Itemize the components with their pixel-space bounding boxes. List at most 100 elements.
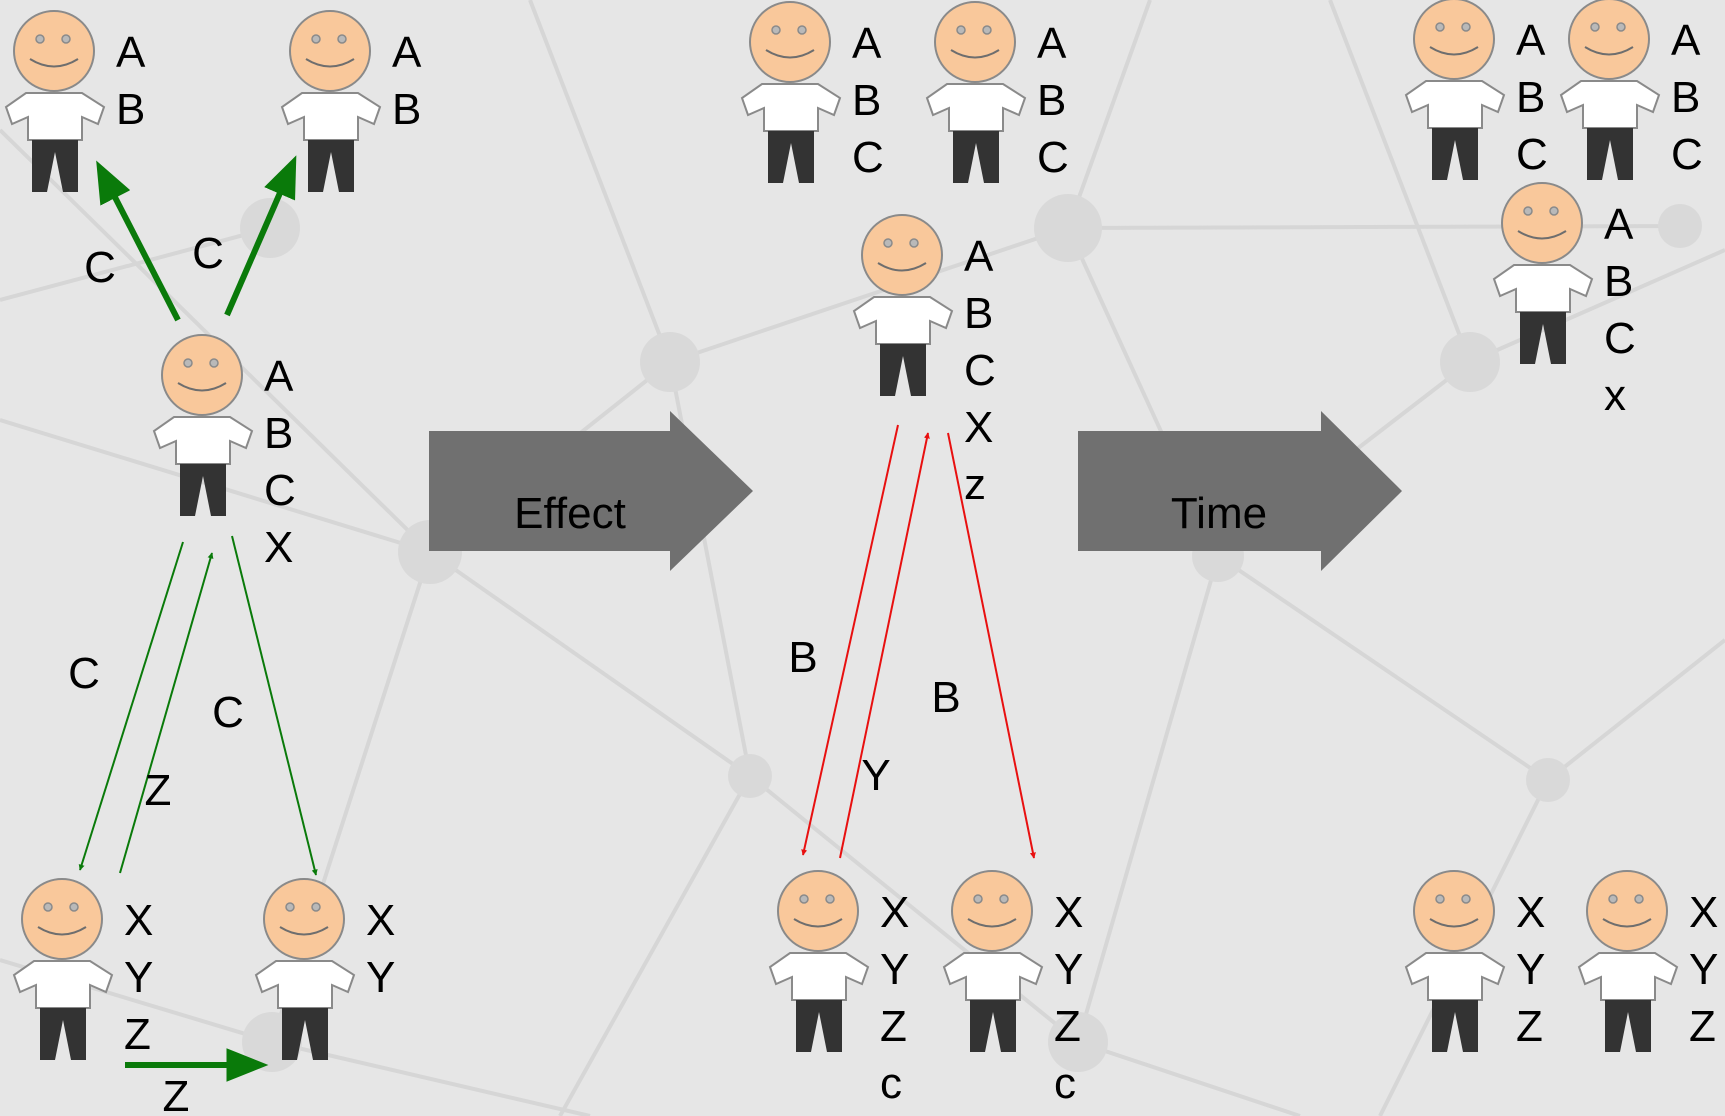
trait-label: B — [116, 85, 145, 134]
edge-line — [801, 424, 899, 856]
trait-label: Z — [880, 1002, 907, 1051]
shirt-icon — [1404, 80, 1506, 129]
trait-label: X — [124, 896, 153, 945]
trait-label: A — [1671, 16, 1701, 65]
shirt-icon — [4, 92, 106, 141]
face-icon — [1568, 0, 1650, 80]
shirt-icon — [740, 83, 842, 132]
trait-label: C — [1037, 133, 1069, 182]
edge-b-to-bottom-right: B — [931, 432, 1036, 859]
time-label: Time — [1171, 489, 1267, 538]
trait-label: Z — [1516, 1002, 1543, 1051]
edge-c-to-bottom-right: C — [212, 535, 318, 876]
pants-icon — [1432, 128, 1478, 180]
trait-label: C — [1604, 314, 1636, 363]
trait-label: A — [1516, 16, 1546, 65]
edge-label: B — [931, 673, 960, 722]
edge-label: Z — [163, 1072, 190, 1116]
pants-icon — [880, 344, 926, 396]
trait-label: A — [116, 28, 146, 77]
time-block-arrow: Time — [1078, 411, 1402, 571]
trait-label: X — [1054, 888, 1083, 937]
trait-label: B — [1671, 73, 1700, 122]
face-icon — [951, 870, 1033, 952]
edge-c-to-top-left: C — [84, 160, 181, 322]
person-before-bottom-right: XY — [254, 878, 395, 1060]
trait-label: C — [264, 466, 296, 515]
face-icon — [934, 1, 1016, 83]
trait-label: A — [1037, 19, 1067, 68]
edge-c-to-bottom-left: C — [68, 541, 184, 871]
edge-y-to-center: Y — [839, 432, 930, 859]
trait-label: c — [880, 1059, 902, 1108]
trait-label: Y — [1516, 945, 1545, 994]
trait-label: c — [1054, 1059, 1076, 1108]
edge-label: C — [212, 688, 244, 737]
person-time-bottom-left: XYZ — [1404, 870, 1545, 1052]
face-icon — [1501, 182, 1583, 264]
pants-icon — [308, 140, 354, 192]
pants-icon — [970, 1000, 1016, 1052]
face-icon — [21, 878, 103, 960]
shirt-icon — [1492, 264, 1594, 313]
trait-label: A — [392, 28, 422, 77]
shirt-icon — [1404, 952, 1506, 1001]
person-before-bottom-left: XYZ — [12, 878, 153, 1060]
effect-label: Effect — [514, 489, 626, 538]
pants-icon — [1587, 128, 1633, 180]
edge-label: C — [192, 229, 224, 278]
trait-label: X — [1689, 888, 1718, 937]
shirt-icon — [768, 952, 870, 1001]
face-icon — [1413, 0, 1495, 80]
shirt-icon — [12, 960, 114, 1009]
edge-label: C — [84, 243, 116, 292]
pants-icon — [1520, 312, 1566, 364]
shirt-icon — [1559, 80, 1661, 129]
trait-label: X — [366, 896, 395, 945]
face-icon — [749, 1, 831, 83]
edge-line — [224, 155, 297, 317]
shirt-icon — [152, 416, 254, 465]
edge-line — [96, 160, 181, 322]
trait-label: X — [964, 403, 993, 452]
face-icon — [289, 10, 371, 92]
trait-label: B — [1037, 76, 1066, 125]
edge-z-to-bottom-right: Z — [125, 1048, 269, 1116]
person-effect-top-left: ABC — [740, 1, 884, 183]
trait-label: X — [1516, 888, 1545, 937]
edge-line — [839, 432, 930, 859]
person-before-top-left: AB — [4, 10, 146, 192]
edge-z-to-center: Z — [119, 552, 214, 874]
person-time-bottom-right: XYZ — [1577, 870, 1718, 1052]
trait-label: C — [1671, 130, 1703, 179]
shirt-icon — [852, 296, 954, 345]
trait-label: Y — [366, 953, 395, 1002]
trait-label: Y — [880, 945, 909, 994]
pants-icon — [1432, 1000, 1478, 1052]
trait-label: B — [1604, 257, 1633, 306]
pants-icon — [953, 131, 999, 183]
shirt-icon — [280, 92, 382, 141]
person-before-top-right: AB — [280, 10, 422, 192]
edge-label: Z — [145, 766, 172, 815]
trait-label: z — [964, 460, 986, 509]
person-effect-top-right: ABC — [925, 1, 1069, 183]
trait-label: B — [852, 76, 881, 125]
trait-label: A — [852, 19, 882, 68]
edge-line — [119, 552, 214, 874]
face-icon — [1586, 870, 1668, 952]
trait-label: A — [1604, 200, 1634, 249]
pants-icon — [32, 140, 78, 192]
pants-icon — [796, 1000, 842, 1052]
edge-c-to-top-right: C — [192, 155, 297, 317]
trait-label: Y — [124, 953, 153, 1002]
person-time-top-right: ABC — [1559, 0, 1703, 180]
edge-label: B — [788, 633, 817, 682]
shirt-icon — [1577, 952, 1679, 1001]
